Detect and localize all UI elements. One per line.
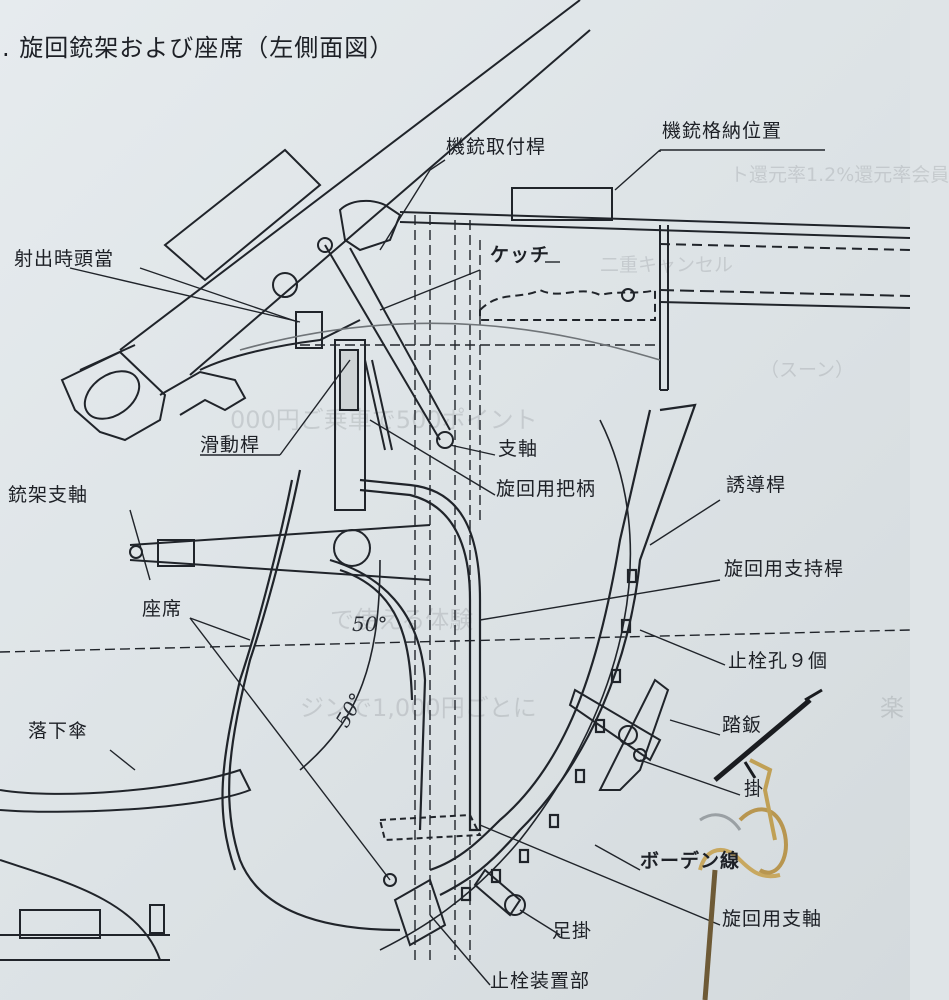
- label-gun-stowage: 機銃格納位置: [662, 120, 783, 142]
- label-pivot: 支軸: [498, 438, 539, 460]
- label-guide-rod: 誘導桿: [726, 474, 787, 496]
- label-swivel-handle: 旋回用把柄: [496, 478, 597, 500]
- label-head-guard: 射出時頭當: [14, 248, 115, 270]
- label-stop-device: 止栓装置部: [490, 970, 591, 992]
- bleed-text-4: 000円ご乗車で500ポイント: [230, 406, 538, 434]
- label-pedal: 踏鈑: [722, 714, 763, 736]
- bleed-text-5: で使える体験: [330, 606, 474, 634]
- label-gun-mount-rod: 機銃取付桿: [446, 136, 547, 158]
- bleed-text-7: 楽: [880, 694, 904, 722]
- pedal-assembly: [568, 678, 670, 791]
- label-gun-mount-pivot: 銃架支軸: [8, 484, 89, 506]
- label-foot-rest: 足掛: [552, 920, 593, 942]
- construction-lines: [0, 215, 911, 960]
- label-hook: 掛: [744, 778, 765, 800]
- bleed-text-2: 二重キャンセル: [600, 254, 734, 276]
- leader-lines: [69, 149, 825, 986]
- rail-lines: [399, 187, 911, 391]
- technical-line-drawing: [0, 0, 911, 1000]
- gun-support-arm: [129, 524, 431, 581]
- label-swivel-pivot: 旋回用支軸: [722, 908, 823, 930]
- bleed-text-3: （スーン）: [760, 359, 855, 381]
- label-seat: 座席: [142, 598, 183, 620]
- seat-frame: [221, 469, 482, 932]
- angle-label-upper: 50°: [352, 612, 388, 636]
- guide-rod: [429, 403, 697, 902]
- bleed-text-1: ト還元率1.2%還元率会員: [730, 164, 949, 186]
- figure-title: . 旋回銃架および座席（左側面図）: [2, 34, 395, 62]
- bleed-text-6: ジンで1,000円ごとに: [300, 694, 537, 722]
- label-swivel-support-rod: 旋回用支持桿: [724, 558, 845, 580]
- label-stop-holes: 止栓孔９個: [728, 650, 829, 672]
- label-slide-rod: 滑動桿: [200, 434, 261, 456]
- gun-barrel-shape: [60, 0, 591, 442]
- gun-mount-mechanism: [295, 199, 656, 511]
- label-bowden-wire: ボーデン線: [640, 850, 741, 872]
- brass-photo-etch-part: [698, 688, 823, 1000]
- label-parachute: 落下傘: [28, 720, 89, 742]
- lower-frame: [0, 768, 526, 961]
- label-catch: ケッチ: [490, 244, 551, 266]
